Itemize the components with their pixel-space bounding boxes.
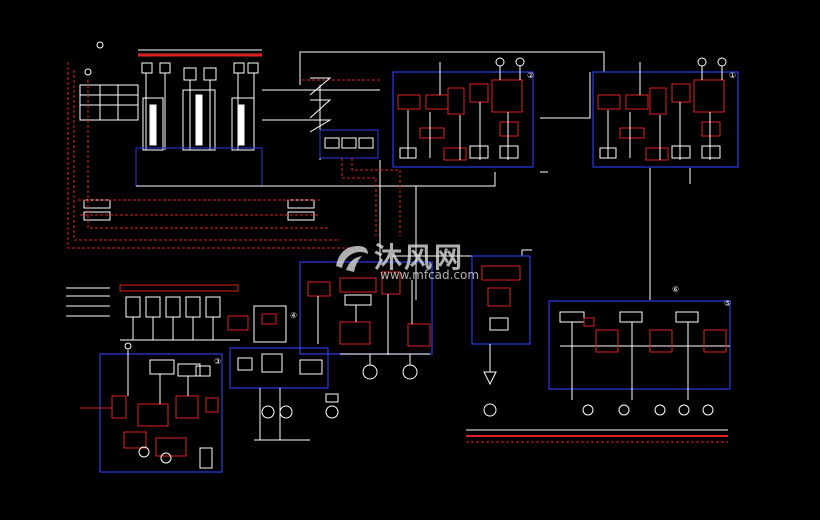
circuit-4-block: ④ [229,305,339,441]
bottom-left-cylinder-bank [66,284,249,341]
circuit-3-number: ③ [214,357,221,366]
circuit-3-block: ③ [80,342,223,473]
watermark-name: 沐风网 [374,241,465,274]
circuit-5-block: ⑤ ⑥ [548,285,731,416]
watermark: 沐风网 www.mfcad.com [332,236,492,284]
centre-valve-block [309,77,401,236]
mfcad-logo-icon [336,246,368,272]
pump-station-circuit [471,255,531,417]
watermark-url: www.mfcad.com [380,268,480,282]
main-supply-lines [136,51,691,300]
top-left-cylinder-bank [79,41,315,221]
circuit-2-block: ② [392,57,534,168]
middle-circuit [299,261,433,380]
circuit-1-number: ① [729,71,736,80]
circuit-5-number: ⑤ [724,299,731,308]
circuit-2-number: ② [527,71,534,80]
pilot-lines-top-left [67,62,380,249]
circuit-6-number: ⑥ [672,285,679,294]
tank-return-rail [466,429,728,443]
circuit-4-number: ④ [290,311,297,320]
circuit-1-block: ① [592,57,739,168]
